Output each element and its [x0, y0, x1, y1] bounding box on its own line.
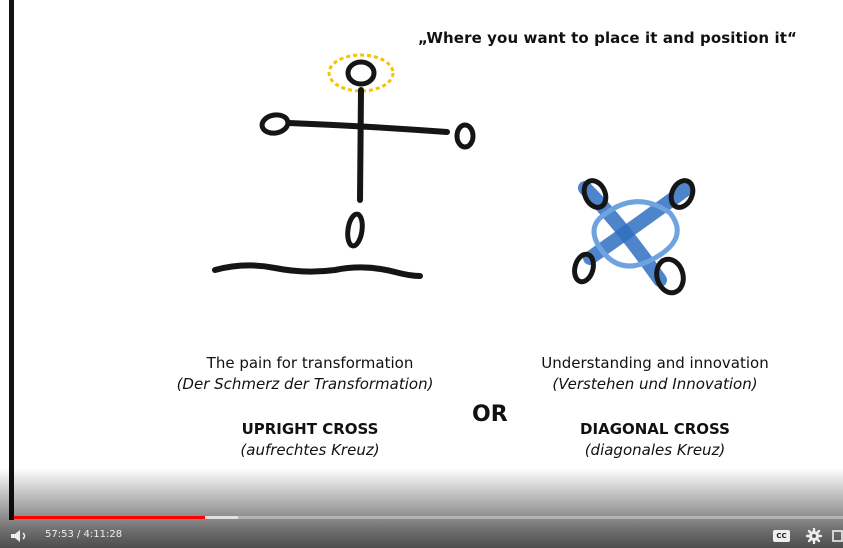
player-controls-gradient — [0, 468, 843, 548]
diagonal-cross-illustration — [572, 178, 696, 296]
right-caption-line1: Understanding and innovation — [541, 354, 769, 372]
oval-bottom-right — [654, 256, 686, 296]
oval-top-left — [581, 178, 609, 210]
time-display: 57:53 / 4:11:28 — [45, 529, 123, 540]
left-subtitle: (aufrechtes Kreuz) — [240, 441, 380, 459]
fullscreen-icon[interactable] — [832, 529, 843, 543]
progress-bar[interactable] — [14, 516, 843, 519]
volume-icon[interactable] — [10, 529, 30, 543]
player-controls-row: 57:53 / 4:11:28 CC — [0, 524, 843, 548]
head — [345, 59, 377, 87]
left-edge-bar — [0, 0, 14, 548]
subtitles-button[interactable]: CC — [773, 530, 790, 542]
or-label: OR — [472, 402, 508, 427]
oval-bottom-left — [572, 251, 596, 285]
vertical-beam — [357, 87, 364, 203]
right-caption-line2: (Verstehen und Innovation) — [552, 375, 758, 393]
progress-played — [14, 516, 205, 519]
left-caption-line1: The pain for transformation — [206, 354, 414, 372]
settings-icon[interactable] — [806, 528, 822, 544]
quote-heading: „Where you want to place it and position… — [418, 29, 797, 47]
ground-line — [212, 262, 423, 279]
horizontal-beam — [286, 120, 450, 135]
left-title: UPRIGHT CROSS — [241, 420, 379, 438]
halo — [327, 53, 395, 93]
upright-cross-illustration — [212, 53, 476, 279]
right-subtitle: (diagonales Kreuz) — [584, 441, 726, 459]
foot — [345, 211, 365, 249]
left-caption-line2: (Der Schmerz der Transformation) — [176, 375, 434, 393]
oval-top-right — [668, 178, 696, 210]
blue-loop — [591, 199, 680, 269]
left-hand — [259, 112, 291, 136]
video-frame[interactable] — [14, 0, 843, 548]
right-hand — [454, 122, 476, 150]
left-edge-stripe — [9, 0, 14, 520]
right-title: DIAGONAL CROSS — [580, 420, 730, 438]
